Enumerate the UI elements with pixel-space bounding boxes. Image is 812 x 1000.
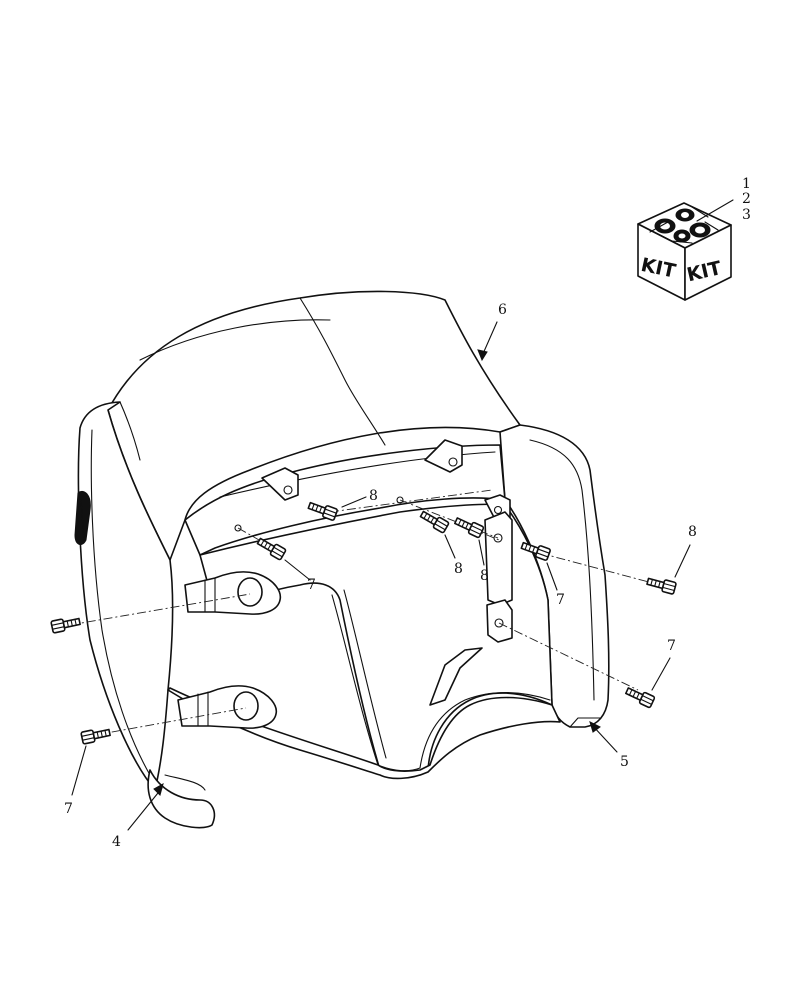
- callout-8-mid-a: 8: [454, 561, 463, 577]
- callout-3: 3: [742, 207, 751, 223]
- kit-box: KIT KIT 1 2 3: [637, 176, 751, 301]
- callout-7-inner-right: 7: [556, 592, 565, 608]
- callout-2: 2: [742, 191, 751, 207]
- callout-1: 1: [742, 176, 751, 192]
- callout-4: 4: [112, 834, 121, 850]
- switch-socket-upper: [184, 571, 282, 615]
- callout-8-mid-b: 8: [480, 568, 489, 584]
- bolt-mid-left-a: [419, 510, 450, 534]
- callout-8-top-center: 8: [369, 488, 378, 504]
- bolt-inner-right: [520, 541, 551, 561]
- dash-shell-assembly: [74, 290, 610, 829]
- callout-5: 5: [620, 754, 629, 770]
- callout-8-outer-right-upper: 8: [688, 524, 697, 540]
- callout-6: 6: [498, 302, 507, 318]
- kit-parts-icon: [649, 206, 719, 244]
- bolt-outer-right-lower: [624, 687, 656, 709]
- callout-7-inner-left: 7: [307, 577, 316, 593]
- callout-leaders: [71, 321, 691, 831]
- callout-7-outer-left-lower: 7: [64, 801, 73, 817]
- bolt-outer-left-lower: [80, 728, 111, 745]
- bolt-outer-right-upper: [646, 577, 677, 595]
- bolt-inner-left: [256, 537, 287, 561]
- switch-socket-lower: [177, 685, 278, 729]
- bolt-top-center: [307, 501, 338, 521]
- bolt-outer-left-upper: [50, 617, 81, 634]
- bolt-mid-left-b: [453, 517, 485, 539]
- callout-7-outer-right-lower: 7: [667, 638, 676, 654]
